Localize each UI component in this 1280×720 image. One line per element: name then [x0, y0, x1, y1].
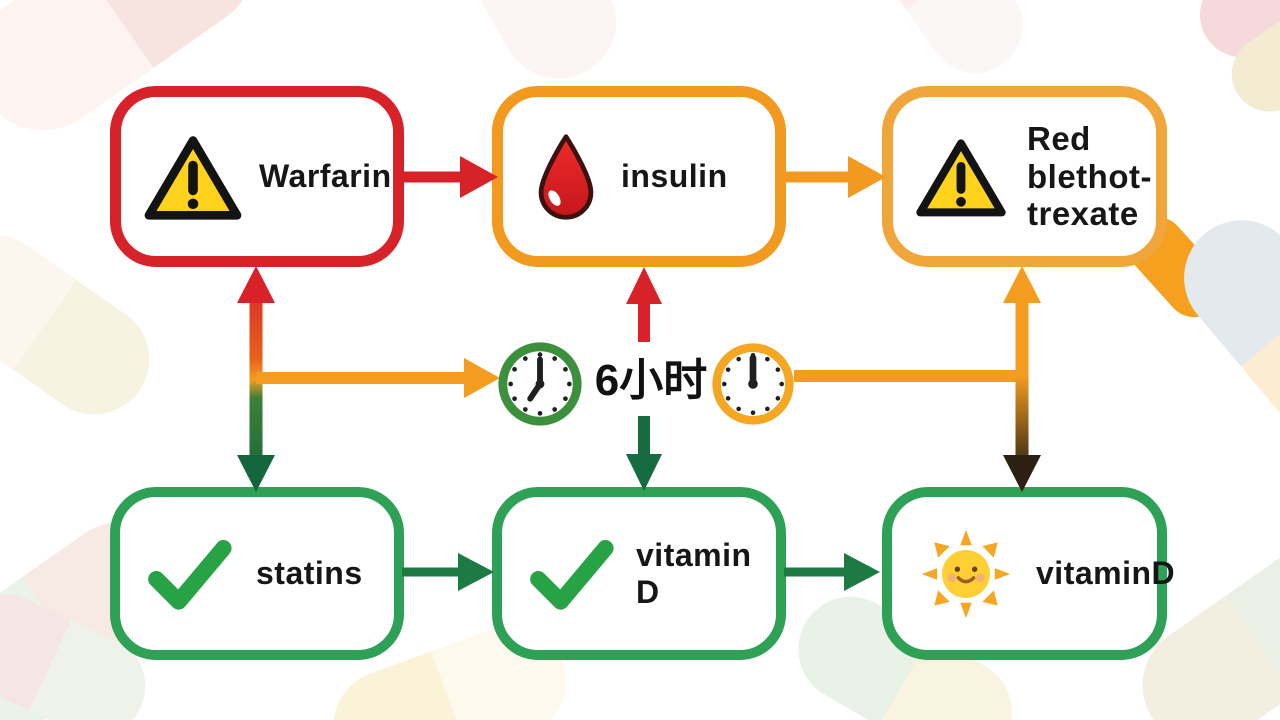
- node-label: Red blethot-trexate: [1027, 119, 1152, 233]
- node-methotrexate: Red blethot-trexate: [882, 86, 1167, 267]
- edge-methotrexate-vitamind: [1003, 266, 1041, 492]
- node-vitamin-d: vitamin D: [492, 487, 786, 660]
- node-vitamin-d-sun: vitaminD: [882, 487, 1175, 660]
- edge-insulin-methotrexate: [784, 156, 886, 198]
- edge-warfarin-statins: [237, 266, 275, 492]
- node-statins: statins: [110, 487, 404, 660]
- blood-drop-icon: [535, 131, 597, 223]
- node-label: vitaminD: [1036, 555, 1176, 592]
- node-label: statins: [256, 555, 363, 592]
- edge-branch-to-green-clock: [256, 358, 500, 398]
- capsule-decoration: [412, 0, 638, 100]
- node-label: vitamin D: [636, 536, 752, 610]
- orange-clock-icon: [709, 340, 797, 433]
- edge-interval-vitamin-d: [626, 416, 662, 491]
- interval-label: 6小时: [594, 356, 708, 405]
- warning-triangle-icon: [143, 131, 243, 223]
- edge-vitamin-d-vitamind: [784, 553, 880, 591]
- edge-interval-insulin: [626, 267, 662, 342]
- node-label: Warfarin: [259, 158, 392, 195]
- sun-icon: [918, 526, 1014, 622]
- node-label: insulin: [621, 158, 728, 195]
- capsule-decoration: [848, 0, 1042, 92]
- checkmark-icon: [528, 536, 614, 612]
- green-clock-icon: [495, 339, 585, 434]
- warning-triangle-icon: [915, 134, 1007, 220]
- node-warfarin: Warfarin: [110, 86, 404, 267]
- edge-warfarin-insulin: [402, 156, 498, 198]
- edge-statins-vitamin-d: [402, 553, 494, 591]
- node-insulin: insulin: [492, 86, 786, 267]
- checkmark-icon: [146, 536, 232, 612]
